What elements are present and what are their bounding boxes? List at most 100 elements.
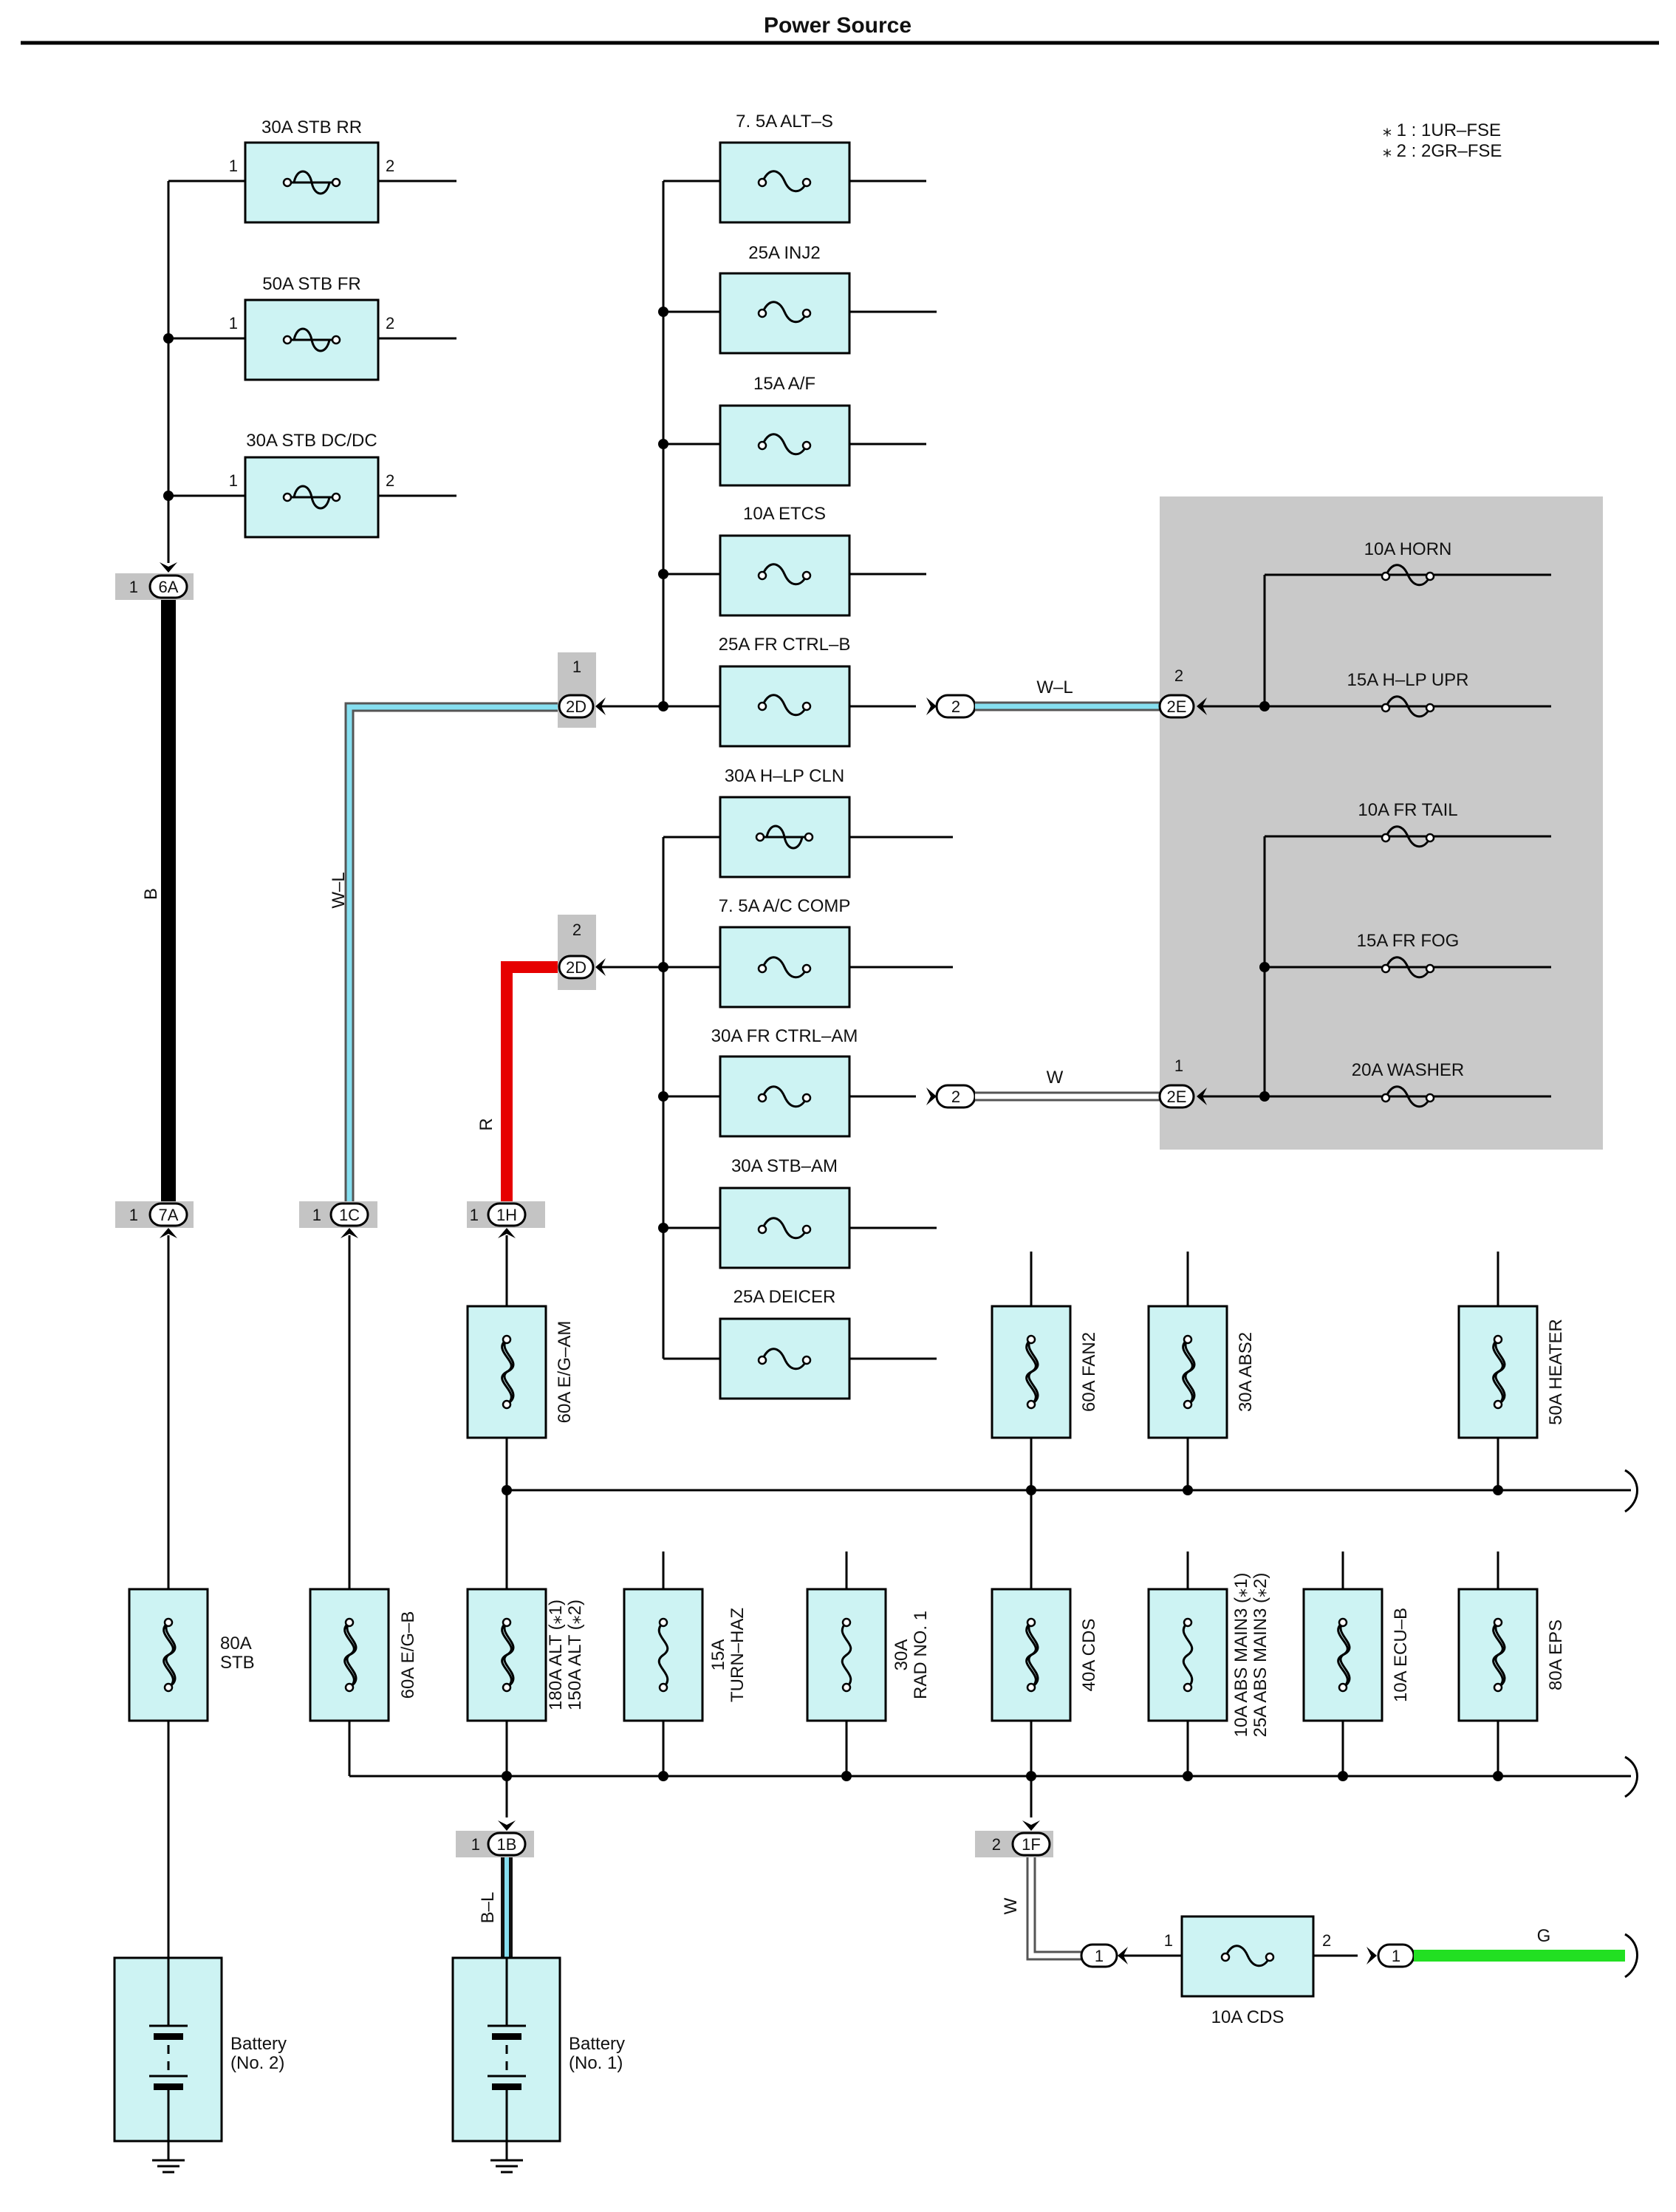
svg-text:1: 1 — [229, 471, 238, 490]
continuation-mark — [1624, 1469, 1638, 1513]
svg-text:2: 2 — [1174, 666, 1183, 685]
svg-text:(No. 2): (No. 2) — [230, 2053, 284, 2073]
connector-2d-lower — [558, 955, 595, 980]
fuse-abs-main3: 10A ABS MAIN3 (⁎1) 25A ABS MAIN3 (⁎2) — [1147, 1573, 1270, 1738]
fuse-30a-h-lp-cln: 30A H–LP CLN — [719, 766, 953, 878]
fuse-15a-af: 15A A/F — [719, 374, 926, 487]
svg-text:Battery: Battery — [569, 2034, 625, 2054]
connector-2d-upper — [558, 694, 595, 719]
svg-text:1: 1 — [471, 1835, 480, 1854]
connector-7a — [148, 1202, 188, 1227]
fuse-80a-eps: 80A EPS — [1457, 1588, 1566, 1722]
svg-text:30A ABS2: 30A ABS2 — [1236, 1332, 1256, 1412]
svg-text:STB: STB — [220, 1653, 255, 1673]
fuse-10a-cds: 10A CDS 1 2 — [1164, 1915, 1331, 2027]
splice-dot — [163, 491, 174, 501]
svg-text:1: 1 — [470, 1206, 479, 1224]
svg-text:1: 1 — [572, 658, 581, 676]
svg-text:30A STB RR: 30A STB RR — [261, 117, 362, 137]
wire-r — [501, 961, 559, 1204]
connector-1-left — [1080, 1943, 1118, 1968]
connector-2e-lower — [1158, 1084, 1195, 1109]
fuse-30a-rad-no-1: 30A RAD NO. 1 — [806, 1588, 931, 1722]
fuse-25a-fr-ctrl-b: 25A FR CTRL–B — [719, 635, 916, 748]
fuse-20a-washer: 20A WASHER — [1352, 1060, 1465, 1108]
svg-text:25A DEICER: 25A DEICER — [733, 1287, 836, 1307]
svg-text:1: 1 — [129, 1206, 138, 1224]
fuse-80a-stb: 80A STB — [128, 1588, 255, 1722]
battery-no-1: Battery (No. 1) — [451, 1956, 625, 2143]
connector-6a — [148, 574, 188, 599]
fuse-30a-stb-am: 30A STB–AM — [719, 1156, 937, 1269]
svg-text:15A A/F: 15A A/F — [753, 374, 815, 394]
wire-b — [161, 600, 176, 1204]
splice-dot — [502, 1771, 512, 1781]
svg-text:1: 1 — [229, 314, 238, 332]
svg-text:20A WASHER: 20A WASHER — [1352, 1060, 1465, 1080]
fuse-50a-stb-fr: 50A STB FR 1 2 — [229, 274, 394, 381]
svg-text:60A E/G–B: 60A E/G–B — [398, 1611, 418, 1699]
svg-text:1: 1 — [129, 578, 138, 596]
legend-note-1: ⁎ 1 : 1UR–FSE — [1383, 120, 1501, 140]
continuation-mark — [1624, 1933, 1638, 1979]
legend-note-2: ⁎ 2 : 2GR–FSE — [1383, 141, 1502, 161]
svg-text:R: R — [476, 1118, 496, 1130]
svg-text:50A HEATER: 50A HEATER — [1546, 1319, 1566, 1425]
connector-1c — [329, 1202, 369, 1227]
svg-text:2: 2 — [572, 921, 581, 939]
svg-text:30A STB DC/DC: 30A STB DC/DC — [246, 431, 377, 451]
svg-text:80A EPS: 80A EPS — [1546, 1619, 1566, 1690]
svg-text:30A FR CTRL–AM: 30A FR CTRL–AM — [711, 1026, 858, 1046]
svg-text:25A FR CTRL–B: 25A FR CTRL–B — [719, 635, 851, 655]
fuse-10a-ecu-b: 10A ECU–B — [1302, 1588, 1411, 1722]
svg-text:(No. 1): (No. 1) — [569, 2053, 623, 2073]
fuse-50a-heater: 50A HEATER — [1457, 1305, 1566, 1439]
svg-text:1: 1 — [1174, 1056, 1183, 1075]
svg-text:7A: 7A — [159, 1206, 179, 1224]
svg-text:7. 5A ALT–S: 7. 5A ALT–S — [736, 112, 833, 132]
svg-text:1C: 1C — [339, 1206, 360, 1224]
svg-text:2D: 2D — [566, 958, 586, 977]
svg-text:W–L: W–L — [1036, 677, 1073, 697]
svg-text:2: 2 — [951, 1088, 960, 1106]
wire-w-cds-core — [1028, 1857, 1086, 1959]
svg-text:2E: 2E — [1167, 697, 1187, 716]
svg-text:10A HORN: 10A HORN — [1364, 539, 1452, 559]
svg-text:1: 1 — [312, 1206, 321, 1224]
svg-text:G: G — [1537, 1926, 1551, 1946]
splice-dot — [658, 569, 668, 579]
fuse-30a-abs2: 30A ABS2 — [1147, 1305, 1256, 1439]
svg-text:2: 2 — [386, 157, 394, 175]
svg-text:7. 5A A/C COMP: 7. 5A A/C COMP — [719, 896, 851, 916]
svg-text:1F: 1F — [1022, 1835, 1041, 1854]
splice-dot — [658, 962, 668, 972]
svg-text:2: 2 — [386, 314, 394, 332]
svg-text:15A: 15A — [708, 1639, 728, 1671]
svg-text:25A ABS MAIN3 (⁎2): 25A ABS MAIN3 (⁎2) — [1251, 1573, 1270, 1738]
svg-text:10A ETCS: 10A ETCS — [743, 504, 826, 524]
wire-w-cds — [1026, 1857, 1086, 1961]
svg-text:1B: 1B — [497, 1835, 517, 1854]
svg-text:B–L: B–L — [478, 1892, 498, 1924]
fuse-alt: 180A ALT (⁎1) 150A ALT (⁎2) — [466, 1588, 585, 1722]
splice-dot — [1026, 1771, 1036, 1781]
splice-dot — [658, 439, 668, 449]
svg-text:2: 2 — [1322, 1931, 1331, 1950]
svg-text:15A FR FOG: 15A FR FOG — [1357, 931, 1460, 951]
svg-text:10A CDS: 10A CDS — [1211, 2007, 1285, 2027]
svg-text:80A: 80A — [220, 1634, 252, 1653]
wire-w-l-core — [346, 704, 559, 1204]
junction-panel — [1160, 496, 1603, 1150]
battery-no-2: Battery (No. 2) — [113, 1956, 287, 2143]
fuse-25a-deicer: 25A DEICER — [719, 1287, 937, 1400]
svg-text:30A: 30A — [892, 1639, 911, 1671]
wire-w-l — [344, 702, 559, 1204]
splice-dot — [502, 1485, 512, 1495]
svg-text:150A ALT (⁎2): 150A ALT (⁎2) — [565, 1600, 585, 1710]
ground-icon — [489, 2140, 524, 2174]
fuse-10a-fr-tail: 10A FR TAIL — [1358, 800, 1458, 848]
connector-2e-upper — [1158, 694, 1195, 719]
svg-text:60A FAN2: 60A FAN2 — [1079, 1332, 1099, 1412]
svg-text:30A STB–AM: 30A STB–AM — [731, 1156, 838, 1176]
